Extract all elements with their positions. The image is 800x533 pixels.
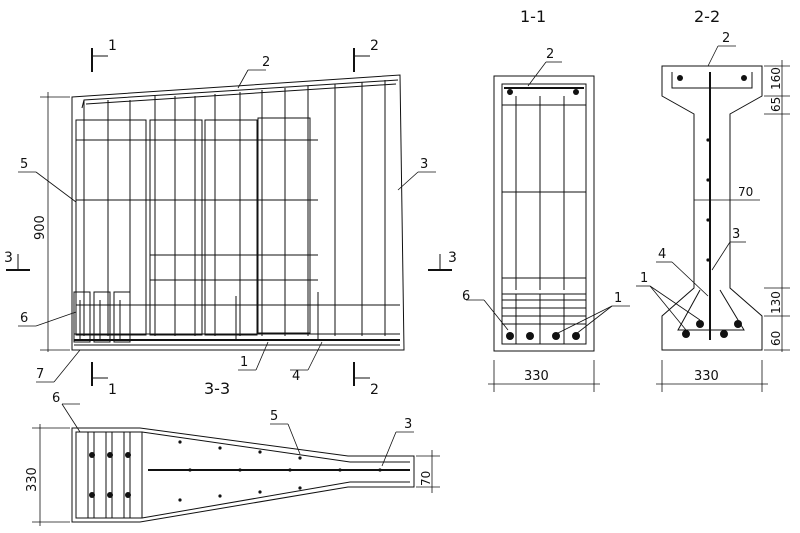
s11-callout-1: 1 xyxy=(614,291,622,306)
dimension-70-plan: 70 xyxy=(416,450,440,493)
svg-text:65: 65 xyxy=(769,97,783,112)
callout-1: 1 xyxy=(240,355,248,370)
svg-text:2: 2 xyxy=(370,38,379,54)
s11-callout-6: 6 xyxy=(462,289,470,304)
svg-text:900: 900 xyxy=(33,215,48,240)
s22-callout-2: 2 xyxy=(722,31,730,46)
dimension-stack-2-2: 160 65 130 60 xyxy=(764,60,790,352)
cut-mark-1-top: 1 xyxy=(91,38,117,72)
svg-text:3: 3 xyxy=(4,250,13,266)
svg-text:130: 130 xyxy=(769,291,783,314)
dimension-330-s22: 330 xyxy=(656,360,768,392)
svg-text:160: 160 xyxy=(769,67,783,90)
plan-callout-6: 6 xyxy=(52,391,60,406)
s22-callout-1: 1 xyxy=(640,271,648,286)
svg-text:70: 70 xyxy=(738,185,753,199)
svg-text:70: 70 xyxy=(419,471,433,486)
svg-text:330: 330 xyxy=(25,467,40,492)
s11-callout-2: 2 xyxy=(546,47,554,62)
plan-view: 330 70 6 5 3 xyxy=(25,391,440,526)
dimension-330-s11: 330 xyxy=(488,360,600,392)
cut-mark-3-left: 3 xyxy=(4,250,30,271)
svg-text:3: 3 xyxy=(448,250,457,266)
svg-text:330: 330 xyxy=(524,369,549,384)
dimension-70-s22: 70 xyxy=(694,185,760,201)
svg-text:60: 60 xyxy=(769,331,783,346)
dimension-900: 900 xyxy=(33,92,70,352)
callout-3: 3 xyxy=(420,157,428,172)
callout-6: 6 xyxy=(20,311,28,326)
elevation-view: 1 1 2 2 3 3 xyxy=(4,38,457,398)
svg-text:330: 330 xyxy=(694,369,719,384)
svg-text:1: 1 xyxy=(108,38,117,54)
section-1-1: 1-1 330 2 6 xyxy=(462,7,630,392)
callout-7: 7 xyxy=(36,367,44,382)
dimension-330-plan: 330 xyxy=(25,424,70,526)
callout-5: 5 xyxy=(20,157,28,172)
cut-mark-2-top: 2 xyxy=(353,38,379,72)
section-2-2: 2-2 160 65 130 60 70 xyxy=(636,7,790,392)
cut-mark-1-bottom: 1 xyxy=(91,362,117,398)
section-title-2-2: 2-2 xyxy=(694,7,720,26)
cut-mark-3-right: 3 xyxy=(428,250,457,271)
callout-2: 2 xyxy=(262,55,270,70)
svg-text:1: 1 xyxy=(108,382,117,398)
plan-callout-3: 3 xyxy=(404,417,412,432)
svg-text:2: 2 xyxy=(370,382,379,398)
section-title-3-3: 3-3 xyxy=(204,379,230,398)
callout-4: 4 xyxy=(292,369,300,384)
cut-mark-2-bottom: 2 xyxy=(353,362,379,398)
section-title-1-1: 1-1 xyxy=(520,7,546,26)
s22-callout-3: 3 xyxy=(732,227,740,242)
plan-callout-5: 5 xyxy=(270,409,278,424)
s22-callout-4: 4 xyxy=(658,247,666,262)
